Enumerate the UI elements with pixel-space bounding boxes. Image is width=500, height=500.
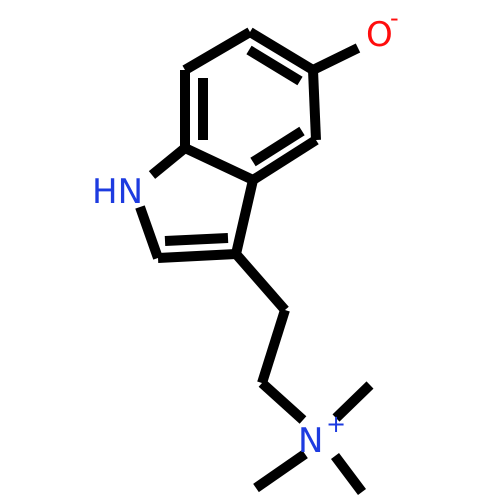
pyrrole-ring [135, 144, 258, 263]
bond-c9-c4 [247, 27, 316, 75]
double-bond-inner-bottom [250, 126, 305, 167]
ammonium-n-label: N [298, 421, 323, 461]
methyl-groups [253, 381, 374, 495]
bond-c4-c5 [308, 69, 321, 141]
indole-nh-label: HN [92, 172, 143, 212]
bond-c6-c7 [182, 143, 256, 185]
bond-ca-cb [257, 308, 290, 385]
bond-n-methyl-down [331, 453, 366, 495]
bond-n-methyl-left [253, 449, 308, 493]
bond-n-methyl-up [332, 381, 374, 422]
bond-c2-c3 [157, 249, 237, 263]
bond-cb-n [258, 379, 307, 424]
bond-c3-ca [232, 250, 289, 314]
bond-c5-c6 [250, 135, 319, 185]
bond-c3-c3a [231, 178, 258, 256]
ethyl-chain [232, 250, 307, 424]
oxygen-atom-label: O [366, 15, 393, 55]
ammonium-charge: + [326, 410, 346, 438]
bond-c5-oxygen [310, 43, 361, 75]
double-bond-inner-top [246, 45, 303, 86]
bond-n1-c2 [135, 205, 163, 260]
double-bond-c2-c3 [164, 233, 229, 246]
bond-c8-c9 [182, 27, 253, 75]
benzene-ring [180, 27, 321, 185]
oxygen-charge: - [390, 4, 399, 32]
bond-c7-n1 [148, 144, 189, 179]
